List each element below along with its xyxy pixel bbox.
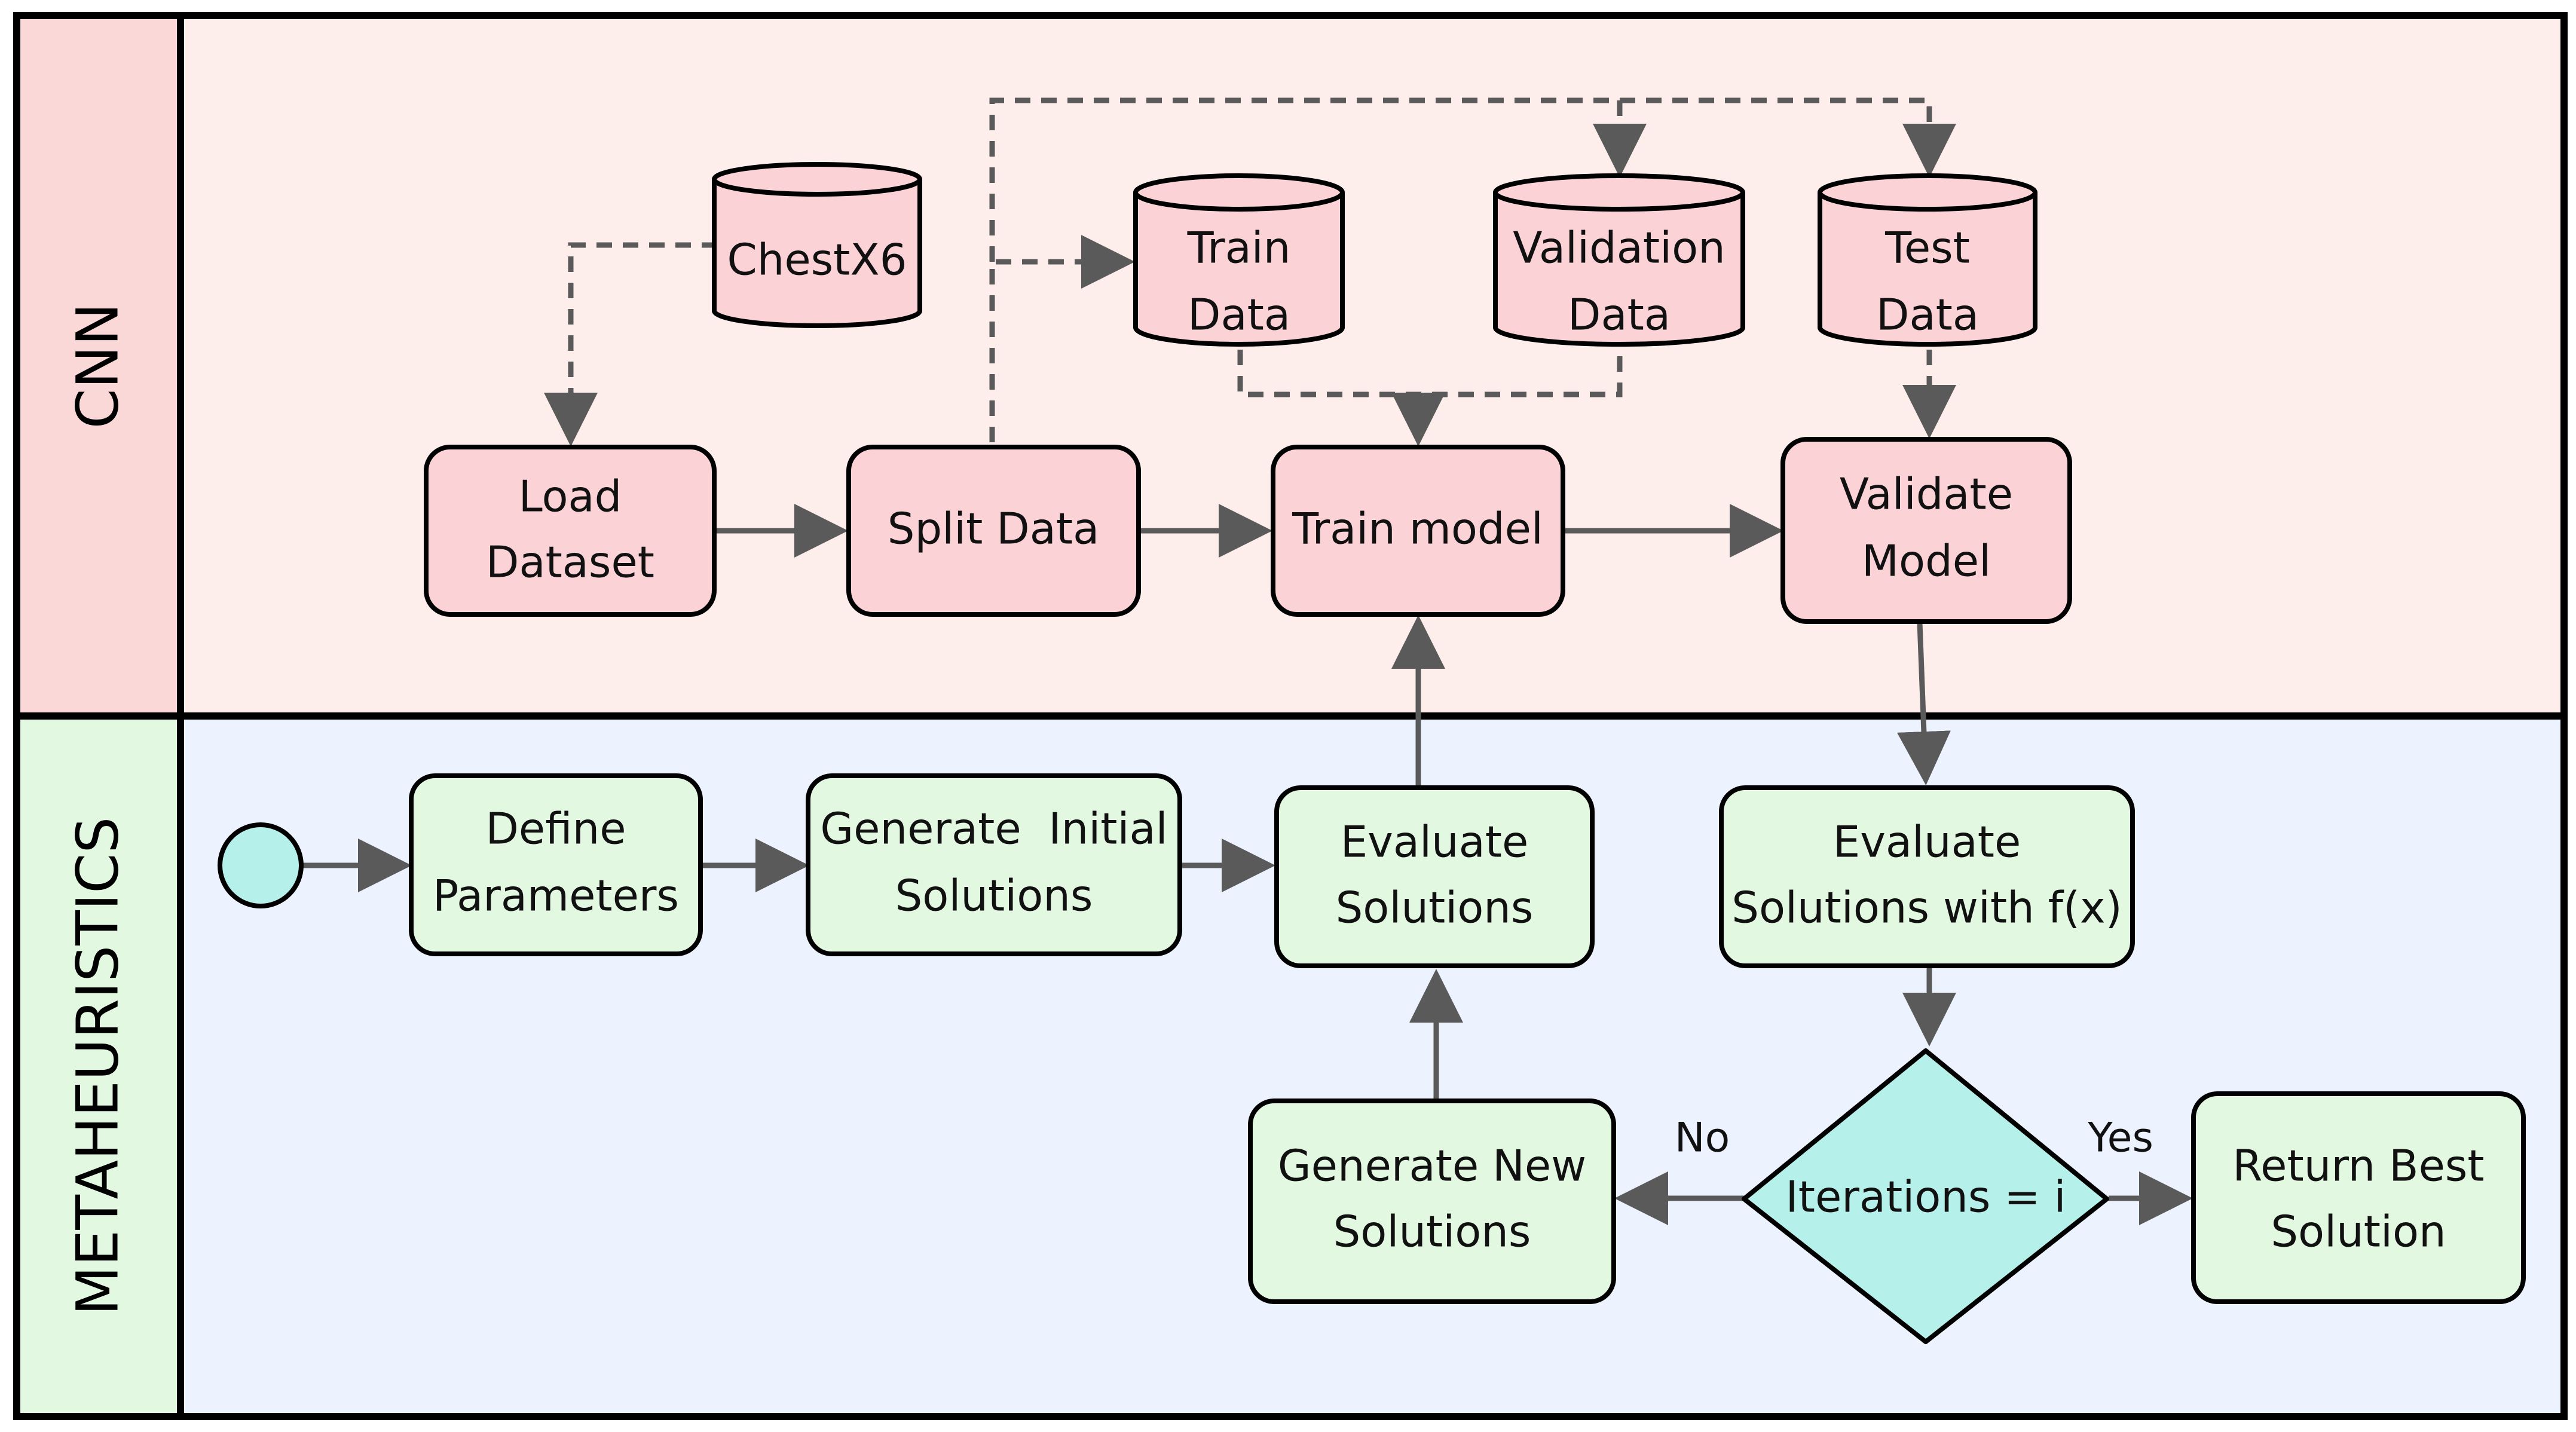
process-validate-model: Validate Model: [1780, 437, 2072, 624]
process-load-dataset: Load Dataset: [424, 445, 717, 617]
process-return-best-solution: Return Best Solution: [2191, 1091, 2526, 1304]
database-chestx6: ChestX6: [712, 162, 922, 328]
define-parameters-label-1: Define: [485, 804, 626, 854]
decision-label: Iterations = i: [1785, 1172, 2066, 1222]
database-chestx6-label: ChestX6: [727, 235, 907, 285]
validate-model-label-2: Model: [1862, 536, 1991, 586]
test-data-label-1: Test: [1884, 223, 1970, 273]
load-dataset-label-1: Load: [519, 472, 622, 522]
train-model-label: Train model: [1292, 504, 1543, 554]
generate-initial-label-1: Generate Initial: [820, 804, 1167, 854]
database-train-data: Train Data: [1133, 173, 1345, 347]
process-define-parameters: Define Parameters: [409, 773, 703, 956]
meta-lane-header: [13, 712, 184, 1420]
process-train-model: Train model: [1271, 445, 1565, 617]
define-parameters-label-2: Parameters: [433, 871, 679, 921]
edge-split-validation: [989, 97, 1647, 262]
validate-model-label-1: Validate: [1840, 469, 2013, 519]
process-generate-new-solutions: Generate New Solutions: [1248, 1099, 1616, 1304]
generate-new-label-1: Generate New: [1278, 1141, 1586, 1191]
generate-new-label-2: Solutions: [1333, 1207, 1531, 1257]
validation-data-label-1: Validation: [1513, 223, 1726, 273]
cnn-lane-header: [13, 12, 184, 720]
edge-label-yes: Yes: [2087, 1115, 2153, 1162]
process-split-data: Split Data: [846, 445, 1141, 617]
start-node: [218, 822, 304, 908]
return-best-label-1: Return Best: [2232, 1141, 2484, 1191]
evaluate-fx-label-1: Evaluate: [1833, 817, 2021, 867]
edge-chestx6-load: [544, 242, 717, 446]
evaluate-solutions-label-1: Evaluate: [1341, 817, 1529, 867]
edge-split-train: [989, 235, 1135, 442]
test-data-label-2: Data: [1876, 290, 1979, 340]
evaluate-fx-label-2: Solutions with f(x): [1731, 883, 2122, 933]
database-validation-data: Validation Data: [1493, 173, 1745, 347]
validation-data-label-2: Data: [1568, 290, 1671, 340]
process-generate-initial-solutions: Generate Initial Solutions: [806, 773, 1182, 956]
edge-split-test: [1620, 97, 1956, 178]
database-test-data: Test Data: [1818, 173, 2037, 347]
process-evaluate-solutions: Evaluate Solutions: [1274, 785, 1595, 968]
edge-label-no: No: [1675, 1115, 1730, 1162]
decision-iterations: Iterations = i: [1742, 1048, 2109, 1344]
evaluate-solutions-label-2: Solutions: [1336, 883, 1534, 933]
edges: [302, 97, 2193, 1225]
edge-validate-evaluatefx: [1896, 622, 1951, 785]
process-evaluate-solutions-fx: Evaluate Solutions with f(x): [1719, 785, 2135, 968]
split-data-label: Split Data: [888, 504, 1099, 554]
generate-initial-label-2: Solutions: [895, 871, 1093, 921]
train-data-label-2: Data: [1188, 290, 1290, 340]
cnn-lane-title: CNN: [64, 303, 131, 429]
meta-lane-title: METAHEURISTICS: [64, 817, 131, 1315]
return-best-label-2: Solution: [2271, 1207, 2446, 1257]
load-dataset-label-2: Dataset: [486, 537, 654, 588]
train-data-label-1: Train: [1187, 223, 1291, 273]
